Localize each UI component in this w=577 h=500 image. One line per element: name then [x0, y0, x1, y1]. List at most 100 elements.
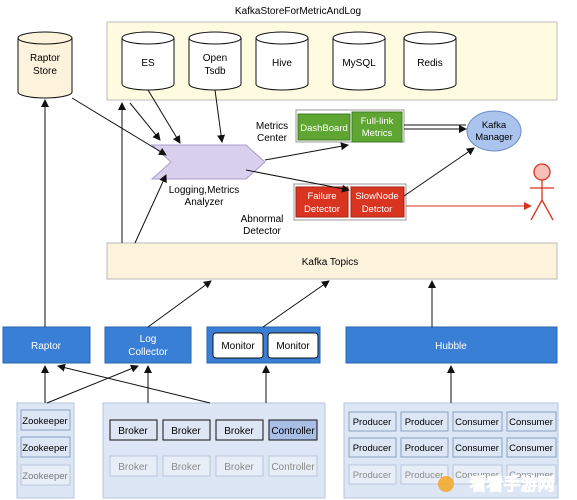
- monitor-box: [267, 332, 319, 359]
- cylinder-es: ES: [121, 31, 175, 91]
- cylinder-label: Store: [33, 66, 57, 77]
- cylinder-label: MySQL: [342, 58, 376, 69]
- arrow-analyzer-to-metrics: [264, 142, 349, 161]
- consumer-node: [506, 437, 557, 458]
- cylinder-label: Open: [203, 53, 227, 64]
- broker-label: Broker: [224, 426, 254, 437]
- fulllink-label: Full-link: [361, 116, 394, 127]
- client-row-faded: Producer Producer Consumer Consumer: [348, 464, 557, 485]
- arrow-broker-to-raptor: [57, 363, 211, 404]
- arrow-zk-to-logcollector: [46, 364, 139, 404]
- arrow-slownode-to-manager: [403, 147, 475, 197]
- failure-detector-box: [295, 186, 349, 218]
- consumer-label: Consumer: [509, 470, 553, 481]
- consumer-label: Consumer: [455, 443, 499, 454]
- analyzer-label: Analyzer: [185, 197, 225, 208]
- arrow-topics-to-analyzer: [134, 174, 167, 244]
- producer-node: [348, 411, 397, 432]
- kafka-manager-label: Kafka: [482, 120, 507, 131]
- kafka-manager-label: Manager: [475, 132, 513, 143]
- cylinder-hive: Hive: [255, 31, 309, 91]
- watermark: 看看手游网: [438, 474, 555, 494]
- consumer-label: Consumer: [455, 417, 499, 428]
- broker-node: [109, 419, 158, 441]
- dashboard-box: [297, 113, 351, 141]
- consumer-node: [506, 464, 557, 485]
- zookeeper-node: [20, 436, 71, 458]
- producer-label: Producer: [405, 470, 444, 481]
- arrow-storage-to-analyzer: [129, 102, 161, 141]
- fulllink-box: [351, 111, 403, 143]
- producer-label: Producer: [353, 443, 392, 454]
- kafka-topics-bar: [106, 242, 558, 280]
- producer-node: [400, 411, 449, 432]
- controller-label: Controller: [271, 462, 315, 473]
- dashboard-label: DashBoard: [300, 123, 348, 134]
- zookeeper-node: [20, 409, 71, 431]
- cylinder-label: Redis: [417, 58, 443, 69]
- abnormal-detector-label: Detector: [243, 226, 281, 237]
- producer-node: [348, 437, 397, 458]
- cylinder-raptor-store: Raptor Store: [17, 31, 73, 99]
- raptor-label: Raptor: [31, 341, 62, 352]
- slownode-detector-box: [350, 186, 405, 218]
- hubble-box: [345, 326, 558, 364]
- log-collector-label: Collector: [128, 347, 168, 358]
- client-row: Producer Producer Consumer Consumer: [348, 437, 557, 458]
- arrow-monitor-to-topics: [262, 280, 330, 328]
- zookeeper-label: Zookeeper: [22, 416, 67, 427]
- monitor-label: Monitor: [221, 341, 255, 352]
- metrics-center-group: [295, 109, 405, 143]
- abnormal-detector-group: [293, 183, 407, 221]
- controller-node-faded: [268, 455, 318, 477]
- metrics-center-label: Metrics: [256, 121, 288, 132]
- failure-detector-label: Detector: [304, 204, 340, 215]
- user-figure-icon: [530, 163, 554, 221]
- consumer-node: [452, 411, 503, 432]
- producer-node: [400, 437, 449, 458]
- failure-detector-label: Failure: [307, 191, 336, 202]
- broker-node: [162, 419, 211, 441]
- producer-label: Producer: [405, 443, 444, 454]
- watermark-text: 看看手游网: [469, 474, 555, 494]
- cylinder-label: Hive: [272, 58, 292, 69]
- metrics-center-label: Center: [257, 133, 288, 144]
- broker-label: Broker: [171, 426, 201, 437]
- broker-label: Broker: [224, 462, 254, 473]
- raptor-box: [2, 326, 91, 364]
- analyzer-label: Logging,Metrics: [169, 185, 240, 196]
- producer-label: Producer: [353, 470, 392, 481]
- cylinder-redis: Redis: [403, 31, 457, 91]
- consumer-label: Consumer: [509, 417, 553, 428]
- monitor-box: [212, 332, 264, 359]
- analyzer-shape: [150, 144, 266, 180]
- connectors: [41, 89, 475, 404]
- zookeeper-label: Zookeeper: [22, 443, 67, 454]
- broker-node: [215, 419, 264, 441]
- controller-label: Controller: [271, 426, 315, 437]
- kafka-manager-ellipse: [466, 110, 522, 152]
- slownode-detector-label: Detctor: [362, 204, 393, 215]
- client-row: Producer Producer Consumer Consumer: [348, 411, 557, 432]
- controller-node: [268, 419, 318, 441]
- fulllink-label: Metrics: [362, 128, 393, 139]
- storage-title: KafkaStoreForMetricAndLog: [235, 6, 361, 17]
- zookeeper-label: Zookeeper: [22, 471, 67, 482]
- monitor-label: Monitor: [276, 341, 310, 352]
- producer-node: [348, 464, 397, 485]
- cylinder-label: Raptor: [30, 53, 61, 64]
- producer-node: [400, 464, 449, 485]
- arrow-store-to-analyzer: [71, 97, 167, 156]
- consumer-label: Consumer: [509, 443, 553, 454]
- arrow-logcollector-to-topics: [147, 280, 212, 328]
- slownode-detector-label: SlowNode: [355, 191, 398, 202]
- hubble-label: Hubble: [435, 341, 467, 352]
- cylinder-label: Tsdb: [204, 66, 226, 77]
- broker-label: Broker: [118, 426, 148, 437]
- cylinder-label: ES: [141, 58, 155, 69]
- arrow-analyzer-to-detector: [245, 169, 350, 193]
- broker-panel: [102, 402, 326, 499]
- arrow-es-to-analyzer: [147, 89, 181, 144]
- broker-label: Broker: [118, 462, 148, 473]
- producer-label: Producer: [353, 417, 392, 428]
